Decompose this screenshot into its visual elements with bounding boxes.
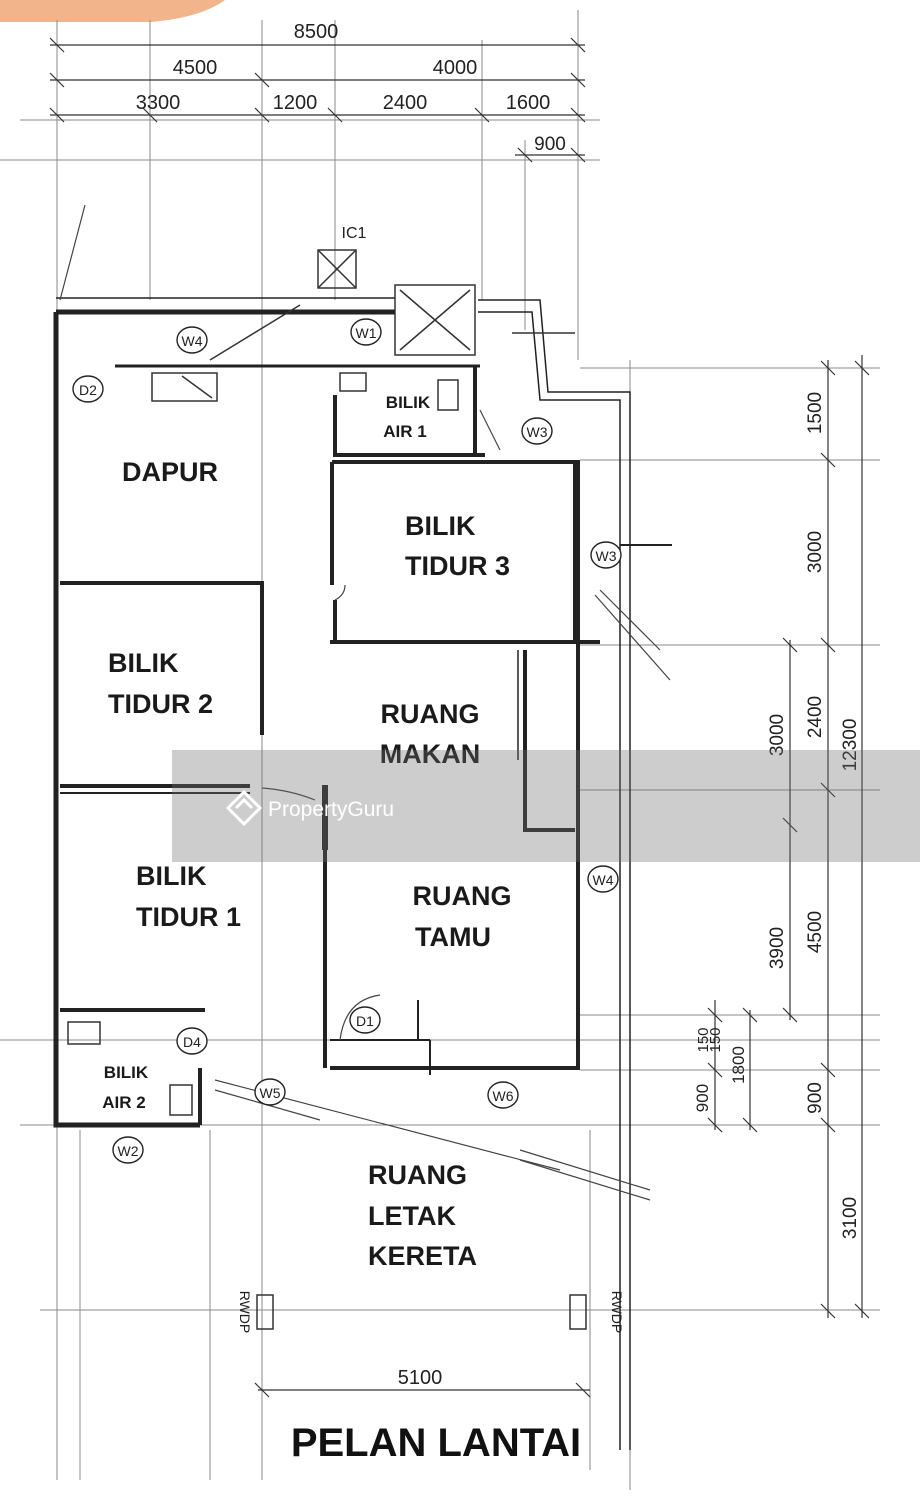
dim-3900: 3900 — [767, 927, 788, 969]
rwdp-label-right: RWDP — [609, 1291, 625, 1334]
tag-d2: D2 — [79, 382, 97, 398]
top-dimension-labels: 8500 4500 4000 3300 1200 2400 1600 900 — [136, 21, 566, 155]
rwdp-label-left: RWDP — [237, 1291, 253, 1334]
dim-4500: 4500 — [173, 57, 218, 79]
tag-w5: W5 — [260, 1085, 281, 1101]
dim-900-a: 900 — [805, 1082, 826, 1114]
tag-w3-a: W3 — [527, 424, 548, 440]
water-tank — [394, 284, 476, 356]
right-dimension-labels: 12300 1500 3000 2400 4500 900 3100 3000 … — [693, 392, 861, 1239]
element-tag-labels: IC1 W4 W1 D2 W3 W3 W4 D1 D4 W5 W6 W2 — [79, 225, 672, 1159]
dim-1600: 1600 — [506, 92, 551, 114]
watermark-text: PropertyGuru — [268, 798, 394, 821]
bottom-dimension — [254, 1382, 591, 1398]
room-ruang-letak-kereta-line3: KERETA — [368, 1241, 477, 1271]
dim-3000-a: 3000 — [805, 531, 826, 573]
room-ruang-makan-line1: RUANG — [381, 699, 480, 729]
inner-walls — [60, 364, 600, 1075]
corner-accent — [0, 0, 225, 22]
outer-walls — [53, 297, 631, 1450]
room-bilik-air-2-line1: BILIK — [104, 1063, 149, 1082]
room-labels: DAPUR BILIK AIR 1 BILIK TIDUR 3 BILIK TI… — [102, 393, 511, 1271]
room-bilik-tidur-2-line1: BILIK — [108, 648, 179, 678]
room-bilik-air-1-line1: BILIK — [386, 393, 431, 412]
rwdp-right — [569, 1294, 587, 1330]
room-ruang-tamu-line1: RUANG — [413, 881, 512, 911]
tag-d4: D4 — [183, 1034, 201, 1050]
ic1-box — [317, 249, 357, 289]
tag-d1: D1 — [356, 1013, 374, 1029]
tag-w1: W1 — [356, 325, 377, 341]
kitchen-sink — [151, 372, 218, 402]
room-bilik-air-1-line2: AIR 1 — [383, 422, 426, 441]
toilet-1 — [437, 379, 459, 411]
dim-3100: 3100 — [840, 1197, 861, 1239]
tag-w2: W2 — [118, 1143, 139, 1159]
room-ruang-letak-kereta-line1: RUANG — [368, 1160, 467, 1190]
element-tags — [72, 318, 622, 1164]
room-dapur: DAPUR — [122, 457, 218, 487]
room-bilik-air-2-line2: AIR 2 — [102, 1093, 145, 1112]
right-dimension-chains — [707, 355, 870, 1319]
propertyguru-logo-icon — [225, 789, 263, 827]
plan-title: PELAN LANTAI — [291, 1421, 581, 1465]
tag-w3-b: W3 — [596, 548, 617, 564]
dim-4500-right: 4500 — [805, 911, 826, 953]
dim-150-a: 150 — [695, 1027, 712, 1052]
dim-4000: 4000 — [433, 57, 478, 79]
room-bilik-tidur-1-line2: TIDUR 1 — [136, 902, 241, 932]
toilet-2 — [67, 1021, 101, 1045]
grid-lines — [0, 10, 880, 1490]
dim-3300: 3300 — [136, 92, 181, 114]
dim-3000-b: 3000 — [767, 714, 788, 756]
room-bilik-tidur-3-line2: TIDUR 3 — [405, 551, 510, 581]
dim-2400: 2400 — [383, 92, 428, 114]
room-ruang-tamu-line2: TAMU — [415, 922, 491, 952]
dim-900-b: 900 — [693, 1084, 712, 1112]
watermark-band — [172, 750, 920, 862]
dim-1500: 1500 — [805, 392, 826, 434]
room-bilik-tidur-2-line2: TIDUR 2 — [108, 689, 213, 719]
room-ruang-letak-kereta-line2: LETAK — [368, 1201, 456, 1231]
dim-12300: 12300 — [840, 719, 861, 772]
room-bilik-tidur-3-line1: BILIK — [405, 511, 476, 541]
room-bilik-tidur-1-line1: BILIK — [136, 861, 207, 891]
tag-ic1: IC1 — [342, 225, 367, 242]
dim-5100: 5100 — [398, 1367, 443, 1389]
rwdp-left — [256, 1294, 274, 1330]
dim-1200: 1200 — [273, 92, 318, 114]
basin-1 — [339, 372, 367, 392]
tag-w4-top: W4 — [182, 333, 203, 349]
room-ruang-makan-line2: MAKAN — [380, 739, 481, 769]
dim-2400-right: 2400 — [805, 696, 826, 738]
top-dimension-chains — [49, 37, 586, 163]
dim-150-b: 150 — [707, 1027, 724, 1052]
tag-w4-right: W4 — [593, 872, 614, 888]
basin-2 — [169, 1084, 193, 1116]
dim-900-top: 900 — [534, 134, 566, 155]
rwdp-labels: RWDP RWDP — [237, 1291, 625, 1334]
fixtures — [67, 249, 587, 1330]
tag-w6: W6 — [493, 1088, 514, 1104]
dim-overall: 8500 — [294, 21, 339, 43]
dim-1800: 1800 — [729, 1046, 748, 1084]
